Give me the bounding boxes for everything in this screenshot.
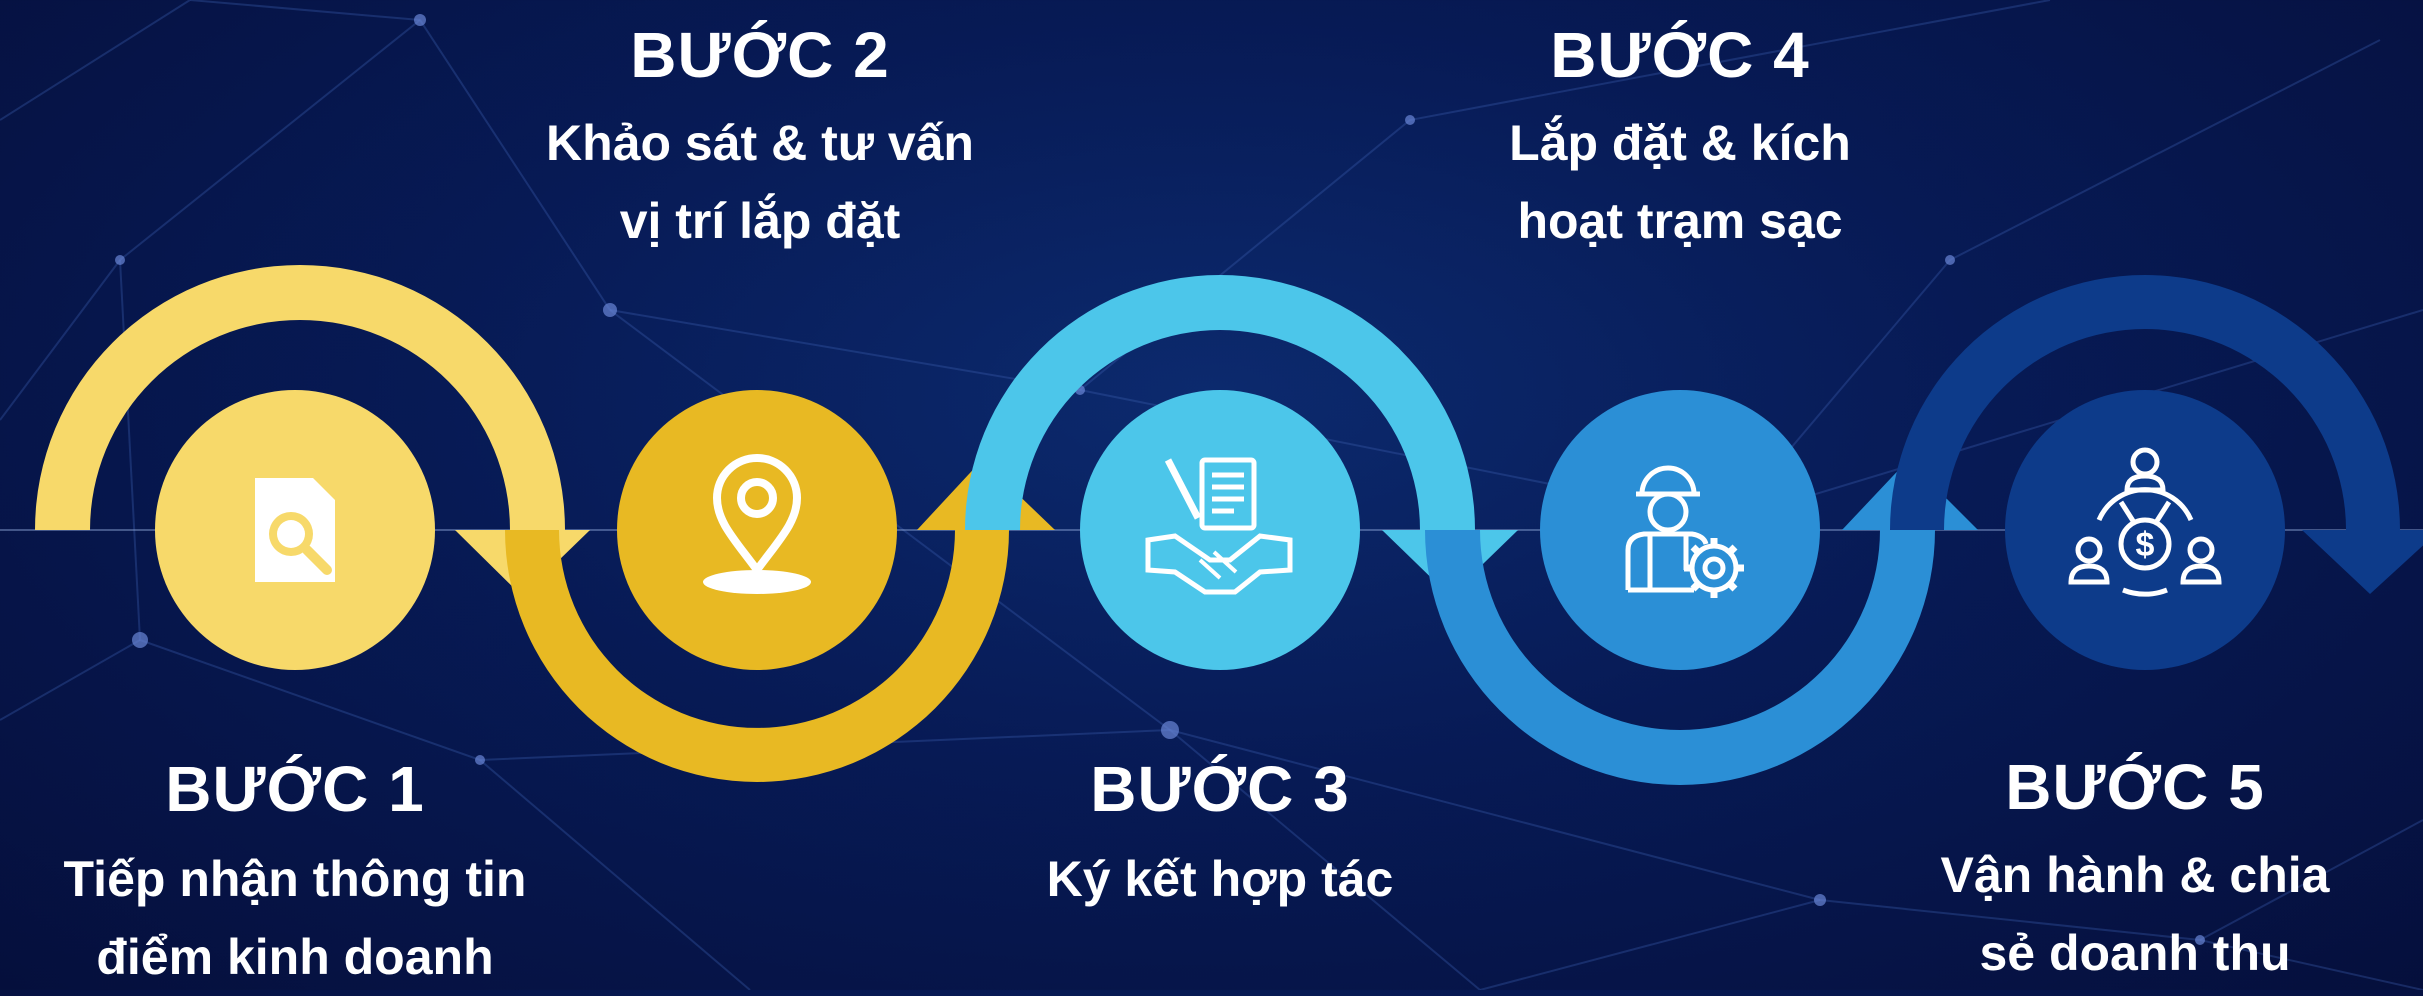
step-5-arrow	[1890, 275, 2423, 594]
revenue-sharing-icon: $	[2068, 447, 2222, 597]
step-4-circle	[1540, 390, 1820, 670]
step-1-desc: Tiếp nhận thông tin điểm kinh doanh	[0, 840, 590, 996]
step-2-desc-line-1: Khảo sát & tư vấn	[546, 115, 974, 171]
engineer-gear-icon	[1625, 465, 1744, 598]
step-2-desc-line-2: vị trí lắp đặt	[619, 193, 901, 249]
step-4-desc: Lắp đặt & kích hoạt trạm sạc	[1380, 104, 1980, 260]
document-search-icon	[255, 478, 335, 582]
step-4-desc-line-2: hoạt trạm sạc	[1517, 193, 1843, 249]
step-3-desc: Ký kết hợp tác	[920, 840, 1520, 918]
step-4-desc-line-1: Lắp đặt & kích	[1509, 115, 1851, 171]
step-2-circle	[617, 390, 897, 670]
svg-text:$: $	[2136, 526, 2155, 564]
location-pin-icon	[703, 454, 811, 594]
step-1-label: BƯỚC 1 Tiếp nhận thông tin điểm kinh doa…	[0, 752, 590, 996]
contract-handshake-icon	[1145, 457, 1293, 595]
step-2-title: BƯỚC 2	[630, 19, 890, 91]
step-5-title: BƯỚC 5	[2005, 751, 2265, 823]
step-1-desc-line-2: điểm kinh doanh	[96, 929, 494, 985]
step-5-label: BƯỚC 5 Vận hành & chia sẻ doanh thu	[1845, 750, 2423, 992]
step-5-desc: Vận hành & chia sẻ doanh thu	[1845, 836, 2423, 992]
step-3-title: BƯỚC 3	[1090, 753, 1350, 825]
step-4-title: BƯỚC 4	[1550, 19, 1810, 91]
step-1-title: BƯỚC 1	[165, 753, 425, 825]
step-2-desc: Khảo sát & tư vấn vị trí lắp đặt	[460, 104, 1060, 260]
step-3-label: BƯỚC 3 Ký kết hợp tác	[920, 752, 1520, 918]
step-5-desc-line-2: sẻ doanh thu	[1979, 925, 2291, 981]
step-3-desc-line-1: Ký kết hợp tác	[1046, 851, 1394, 907]
step-5-circle	[2005, 390, 2285, 670]
step-5-desc-line-1: Vận hành & chia	[1940, 847, 2330, 903]
step-4-label: BƯỚC 4 Lắp đặt & kích hoạt trạm sạc	[1380, 18, 1980, 260]
step-2-label: BƯỚC 2 Khảo sát & tư vấn vị trí lắp đặt	[460, 18, 1060, 260]
step-1-desc-line-1: Tiếp nhận thông tin	[63, 851, 527, 907]
background-nodes	[115, 14, 2205, 945]
